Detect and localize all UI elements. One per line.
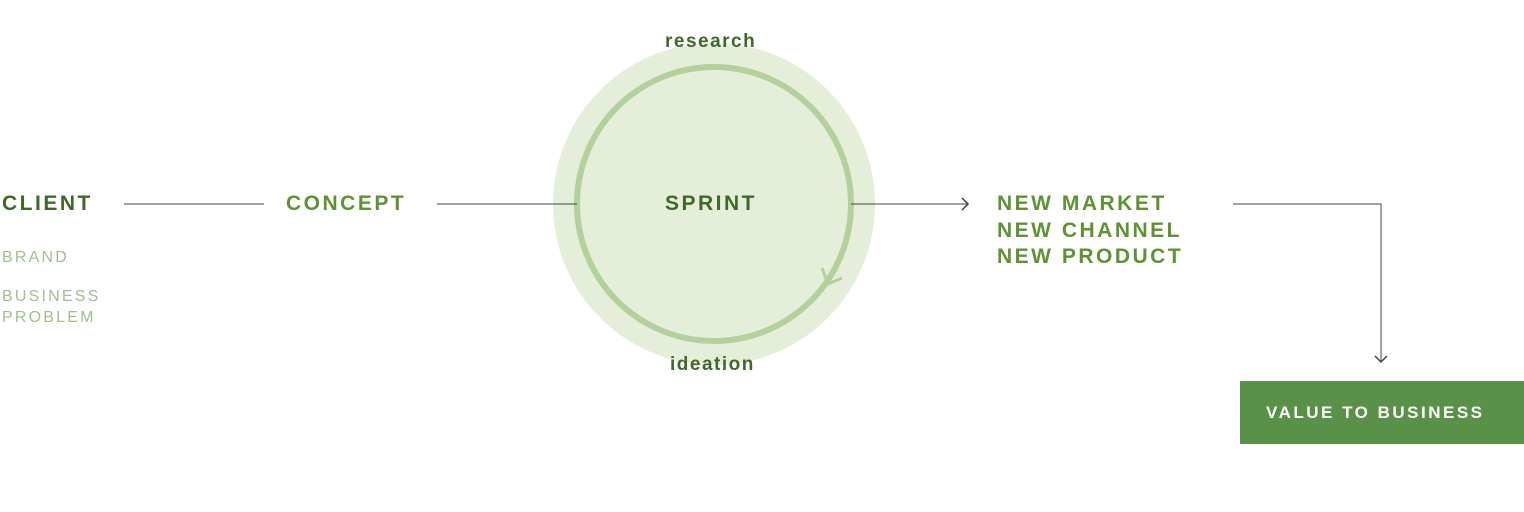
cycle-arrow-icon (820, 267, 843, 286)
client-problem-line: PROBLEM (2, 309, 96, 326)
research-label: research (665, 31, 757, 52)
client-problem-label: BUSINESS PROBLEM (2, 286, 101, 328)
value-to-business-label: VALUE TO BUSINESS (1266, 402, 1485, 422)
outcome-item: NEW PRODUCT (997, 245, 1184, 268)
client-label: CLIENT (2, 192, 93, 215)
sprint-label: SPRINT (665, 192, 758, 215)
concept-label: CONCEPT (286, 192, 407, 215)
outcomes-value-connector (1233, 203, 1382, 362)
client-brand-label: BRAND (2, 249, 70, 266)
arrow-down-icon (1374, 355, 1388, 364)
outcome-item: NEW CHANNEL (997, 218, 1182, 242)
client-problem-line: BUSINESS (2, 288, 101, 305)
value-to-business-box: VALUE TO BUSINESS (1240, 381, 1524, 444)
outcomes-list: NEW MARKET NEW CHANNEL NEW PRODUCT (997, 193, 1183, 273)
arrow-right-icon (961, 197, 970, 211)
sprint-circle (553, 43, 875, 365)
outcome-item: NEW MARKET (997, 192, 1167, 215)
ideation-label: ideation (670, 354, 755, 375)
